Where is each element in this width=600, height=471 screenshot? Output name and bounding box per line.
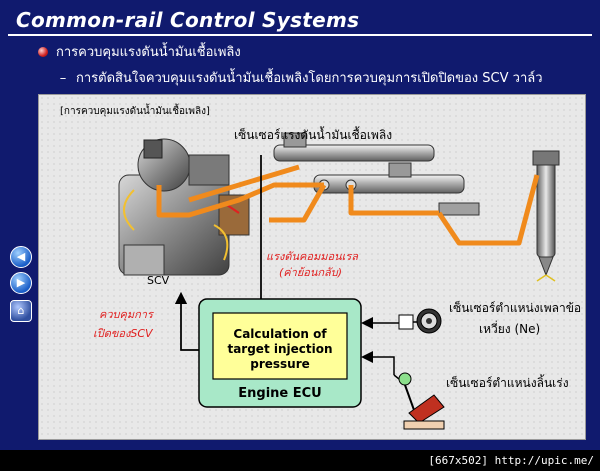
- feedback-line1: แรงดันคอมมอนเรล: [266, 250, 359, 263]
- diagram-svg: Calculation of target injection pressure…: [93, 126, 581, 430]
- feedback-line2: (ค่าย้อนกลับ): [279, 266, 342, 279]
- supply-pump: [118, 138, 250, 276]
- ecu-label: Engine ECU: [238, 386, 321, 401]
- dash-icon: –: [59, 71, 67, 86]
- scv-control-line2: เปิดของSCV: [93, 327, 154, 340]
- bullet-main-text: การควบคุมแรงดันน้ำมันเชื้อเพลิง: [56, 45, 241, 60]
- crank-sensor-icon: [398, 308, 442, 334]
- bullet-sub: –การตัดสินใจควบคุมแรงดันน้ำมันเชื้อเพลิง…: [56, 67, 543, 88]
- footer-bar: [0, 450, 600, 471]
- nav-next-button[interactable]: ▶: [10, 272, 32, 294]
- slide-title: Common-rail Control Systems: [16, 8, 360, 32]
- crank-sensor-line2: เหวี่ยง (Ne): [479, 320, 540, 336]
- nav-home-button[interactable]: ⌂: [10, 300, 32, 322]
- scv-control-line1: ควบคุมการ: [99, 308, 155, 321]
- calc-line2: target injection: [227, 342, 332, 356]
- common-rail: [273, 132, 480, 216]
- home-icon: ⌂: [17, 304, 25, 317]
- calc-line1: Calculation of: [233, 327, 327, 341]
- bullet-main: การควบคุมแรงดันน้ำมันเชื้อเพลิง: [38, 41, 241, 62]
- accelerator-pedal-icon: [398, 372, 445, 430]
- injector: [532, 150, 560, 282]
- pedal-sensor-label: เซ็นเซอร์ตำแหน่งลิ้นเร่ง: [446, 374, 569, 390]
- calc-line3: pressure: [250, 357, 310, 371]
- fuel-lines: [156, 164, 540, 246]
- nav-prev-button[interactable]: ◀: [10, 246, 32, 268]
- diagram-panel: Calculation of target injection pressure…: [38, 94, 586, 440]
- footer-watermark: [667x502] http://upic.me/: [428, 454, 594, 467]
- engine-ecu-box: [198, 298, 362, 408]
- crank-sensor-line1: เซ็นเซอร์ตำแหน่งเพลาข้อ: [449, 300, 581, 315]
- rail-sensor-label: เซ็นเซอร์แรงดันน้ำมันเชื้อเพลิง: [234, 126, 392, 142]
- next-icon: ▶: [16, 276, 26, 289]
- scv-label: SCV: [147, 274, 170, 287]
- bullet-sub-text: การตัดสินใจควบคุมแรงดันน้ำมันเชื้อเพลิงโ…: [76, 71, 543, 86]
- bullet-dot-icon: [38, 47, 48, 57]
- panel-label: [การควบคุมแรงดันน้ำมันเชื้อเพลิง]: [60, 106, 210, 117]
- title-bar: Common-rail Control Systems: [8, 6, 592, 36]
- prev-icon: ◀: [16, 250, 26, 263]
